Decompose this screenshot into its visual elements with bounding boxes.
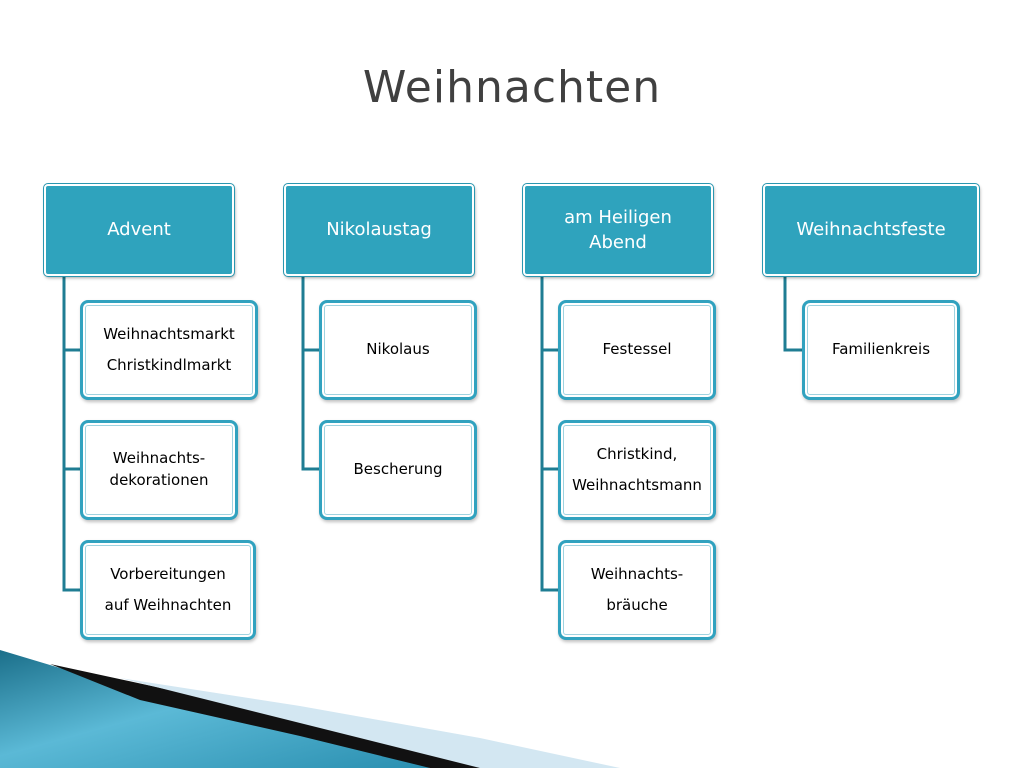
box-christkind-line1: Christkind,	[596, 444, 678, 463]
box-weihnachts-dekorationen-line2: dekorationen	[109, 471, 209, 489]
box-vorbereitungen-line1: Vorbereitungen	[110, 564, 226, 583]
box-weihnachts-braeuche-line2: bräuche	[606, 596, 668, 614]
box-bescherung: Bescherung	[319, 420, 477, 520]
box-nikolaus: Nikolaus	[319, 300, 477, 400]
box-vorbereitungen: Vorbereitungen auf Weihnachten	[80, 540, 256, 640]
header-heiliger-abend-line1: am Heiligen	[564, 206, 672, 228]
slide-title: Weihnachten	[362, 62, 662, 113]
header-heiliger-abend: am Heiligen Abend	[523, 184, 713, 276]
header-nikolaustag-label: Nikolaustag	[326, 219, 432, 241]
header-weihnachtsfeste-label: Weihnachtsfeste	[796, 219, 946, 241]
box-festessel-label: Festessel	[602, 340, 672, 359]
box-nikolaus-label: Nikolaus	[366, 340, 430, 359]
box-weihnachtsmarkt: Weihnachtsmarkt Christkindlmarkt	[80, 300, 258, 400]
header-advent: Advent	[44, 184, 234, 276]
header-heiliger-abend-line2: Abend	[589, 232, 647, 253]
header-nikolaustag: Nikolaustag	[284, 184, 474, 276]
box-vorbereitungen-line2: auf Weihnachten	[104, 596, 232, 614]
box-weihnachtsmarkt-line1: Weihnachtsmarkt	[103, 324, 235, 343]
box-weihnachts-dekorationen-line1: Weihnachts-	[112, 449, 206, 468]
box-bescherung-label: Bescherung	[353, 460, 443, 479]
box-christkind: Christkind, Weihnachtsmann	[558, 420, 716, 520]
header-weihnachtsfeste: Weihnachtsfeste	[763, 184, 979, 276]
box-familienkreis-label: Familienkreis	[831, 340, 931, 359]
box-weihnachts-braeuche: Weihnachts- bräuche	[558, 540, 716, 640]
box-weihnachtsmarkt-line2: Christkindlmarkt	[106, 356, 232, 374]
header-advent-label: Advent	[107, 219, 171, 241]
box-familienkreis: Familienkreis	[802, 300, 960, 400]
box-festessel: Festessel	[558, 300, 716, 400]
box-weihnachts-braeuche-line1: Weihnachts-	[590, 564, 684, 583]
box-weihnachts-dekorationen: Weihnachts- dekorationen	[80, 420, 238, 520]
box-christkind-line2: Weihnachtsmann	[572, 476, 702, 494]
